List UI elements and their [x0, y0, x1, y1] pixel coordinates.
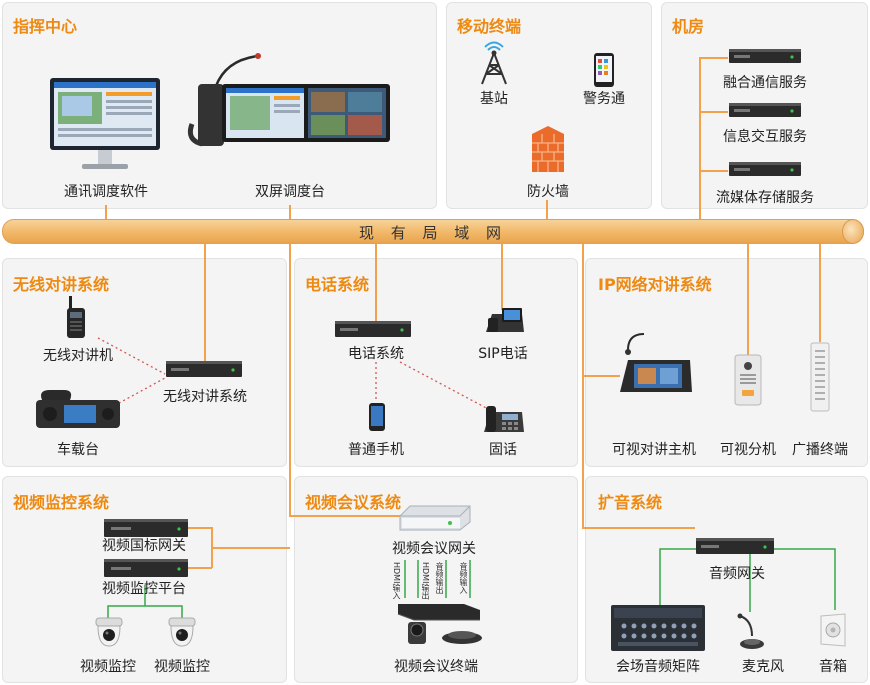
conference-terminal-icon: [397, 604, 482, 644]
label-microphone: 麦克风: [742, 659, 784, 675]
panel-title: 机房: [672, 17, 705, 36]
label-audio-gateway: 音频网关: [709, 566, 765, 582]
label-handheld: 无线对讲机: [43, 348, 113, 364]
label-audio-matrix: 会场音频矩阵: [616, 659, 700, 675]
radio-system-icon: [166, 361, 242, 377]
label-camera-2: 视频监控: [154, 659, 210, 675]
label-broadcast: 广播终端: [792, 442, 848, 458]
label-sub-station: 可视分机: [720, 442, 776, 458]
label-mobile-phone: 普通手机: [348, 442, 404, 458]
panel-title: 视频会议系统: [305, 493, 402, 512]
server-icon: [729, 49, 801, 63]
dual-screen-console-icon: [187, 53, 390, 147]
surveillance-platform-icon: [104, 559, 188, 577]
label-fixed-phone: 固话: [489, 442, 517, 458]
phone-gateway-icon: [335, 321, 411, 337]
microphone-icon: [737, 613, 764, 649]
label-server-1: 融合通信服务: [723, 75, 807, 91]
label-conference-terminal: 视频会议终端: [394, 659, 478, 675]
server-icon: [729, 162, 801, 176]
panel-title: 扩音系统: [598, 493, 663, 512]
label-server-3: 流媒体存储服务: [716, 190, 814, 206]
smartphone-icon: [594, 53, 614, 87]
base-station-icon: [481, 41, 507, 85]
label-phone-system: 电话系统: [348, 346, 404, 362]
wall-speaker-icon: [820, 613, 846, 647]
link-surveillance: [188, 527, 290, 549]
label-police-app: 警务通: [583, 91, 625, 107]
signal-hdmi-in: HDMI输入: [392, 562, 401, 600]
lan-bus-end: [842, 219, 864, 244]
video-gateway-icon: [104, 519, 188, 537]
column-speaker-icon: [810, 342, 830, 412]
mobile-phone-icon: [369, 403, 385, 431]
dome-camera-icon: [168, 617, 196, 647]
sip-phone-icon: [486, 308, 524, 332]
link-pa: [582, 376, 695, 529]
panel-title: 电话系统: [305, 275, 370, 294]
lan-bus: 现 有 局 域 网: [2, 219, 864, 244]
monitor-icon: [50, 78, 160, 169]
link-video-backbone: [289, 243, 400, 517]
label-vehicle: 车载台: [57, 442, 99, 458]
label-surveillance-platform: 视频监控平台: [102, 581, 186, 597]
firewall-icon: [532, 126, 564, 172]
panel-phone-system: 电话系统: [294, 258, 578, 467]
signal-audio-in: 音频输入: [459, 562, 468, 594]
label-wall-speaker: 音箱: [819, 659, 847, 675]
label-video-gateway: 视频国标网关: [102, 538, 186, 554]
dotted-phone-fixed: [399, 361, 491, 411]
vehicle-radio-icon: [36, 390, 120, 428]
link-server-room: [699, 57, 728, 222]
label-intercom-master: 可视对讲主机: [612, 442, 696, 458]
label-conference-gateway: 视频会议网关: [392, 541, 476, 557]
panel-title: IP网络对讲系统: [598, 275, 712, 294]
desk-phone-icon: [484, 406, 524, 432]
label-server-2: 信息交互服务: [723, 129, 807, 145]
audio-matrix-icon: [611, 605, 705, 651]
label-software: 通讯调度软件: [64, 184, 148, 200]
panel-video-surveillance: 视频监控系统: [2, 476, 287, 683]
label-firewall: 防火墙: [527, 184, 569, 200]
dome-camera-icon: [95, 617, 123, 647]
label-dual-screen: 双屏调度台: [255, 184, 325, 200]
panel-title: 无线对讲系统: [13, 275, 110, 294]
panel-title: 指挥中心: [13, 17, 78, 36]
signal-hdmi-out: HDMI输出: [421, 562, 430, 600]
lan-bus-label: 现 有 局 域 网: [358, 224, 508, 242]
panel-title: 视频监控系统: [13, 493, 110, 512]
video-intercom-master-icon: [620, 333, 692, 392]
walkie-talkie-icon: [67, 296, 85, 338]
label-radio-system: 无线对讲系统: [163, 389, 247, 405]
label-sip-phone: SIP电话: [478, 346, 528, 362]
conference-gateway-icon: [399, 505, 471, 531]
panel-title: 移动终端: [457, 17, 522, 36]
server-icon: [729, 103, 801, 117]
video-sub-station-icon: [734, 354, 762, 406]
audio-gateway-icon: [696, 538, 774, 554]
label-camera-1: 视频监控: [80, 659, 136, 675]
label-base-station: 基站: [480, 91, 508, 107]
signal-audio-out: 音频输出: [435, 562, 444, 594]
panel-mobile-terminal: 移动终端: [446, 2, 652, 209]
